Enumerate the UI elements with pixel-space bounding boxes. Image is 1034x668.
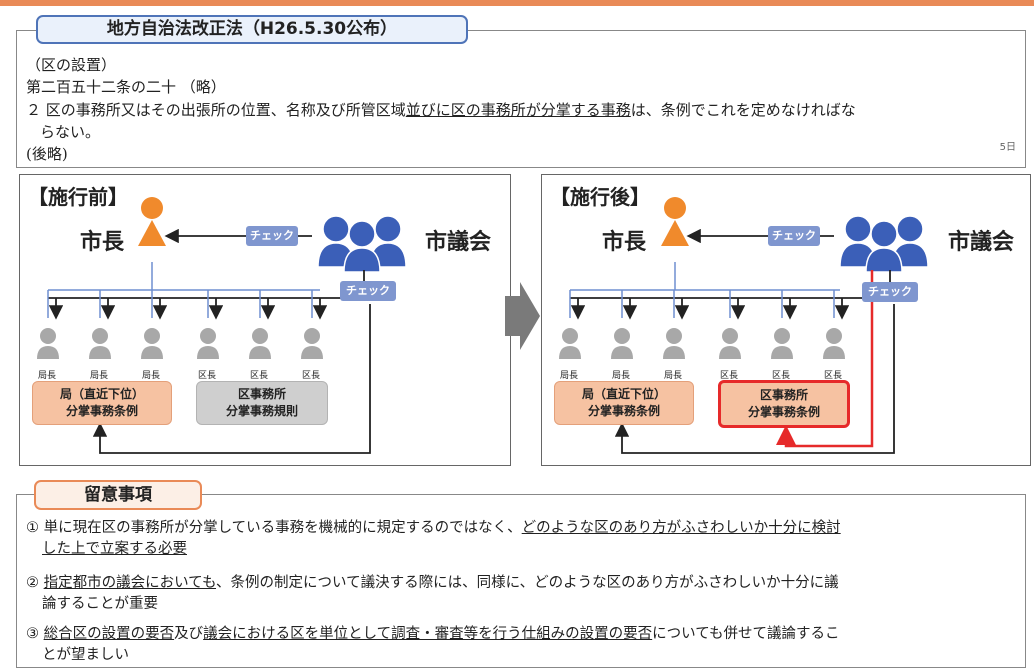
bureau-ordinance-box-before: 局（直近下位）分掌事務条例 xyxy=(32,381,172,425)
role-label: 区長 xyxy=(772,371,791,381)
mayor-label-before: 市長 xyxy=(80,230,125,255)
ward-office-rule-box-before: 区事務所分掌事務規則 xyxy=(196,381,328,425)
role-label: 局長 xyxy=(664,371,683,381)
panel-after-title: 【施行後】 xyxy=(550,185,650,209)
notes-title: 留意事項 xyxy=(34,480,202,510)
law-line-1: （区の設置） xyxy=(26,56,117,74)
role-label: 区長 xyxy=(302,371,321,381)
law-title: 地方自治法改正法（H26.5.30公布） xyxy=(36,15,468,44)
mayor-icon-after xyxy=(661,197,689,246)
role-label: 区長 xyxy=(824,371,843,381)
transition-arrow-icon xyxy=(505,282,540,350)
panel-after: 【施行後】 xyxy=(541,174,1031,466)
bureau-ordinance-box-after: 局（直近下位）分掌事務条例 xyxy=(554,381,694,425)
mayor-label-after: 市長 xyxy=(602,230,647,255)
role-label: 局長 xyxy=(90,371,109,381)
mayor-icon-before xyxy=(138,197,166,246)
role-label: 局長 xyxy=(612,371,631,381)
council-label-after: 市議会 xyxy=(948,230,1015,255)
role-label: 局長 xyxy=(560,371,579,381)
ward-office-ordinance-box-after: 区事務所分掌事務条例 xyxy=(718,380,850,428)
role-label: 区長 xyxy=(720,371,739,381)
note-2: ② 指定都市の議会においても、条例の制定について議決する際には、同様に、どのよう… xyxy=(26,575,839,612)
note-3: ③ 総合区の設置の要否及び議会における区を単位として調査・審査等を行う仕組みの設… xyxy=(26,626,840,663)
law-text-box xyxy=(16,30,1026,168)
law-line-2: 第二百五十二条の二十 （略） xyxy=(26,78,226,96)
top-accent-bar xyxy=(0,0,1034,6)
council-icon-after xyxy=(839,215,929,273)
note-1: ① 単に現在区の事務所が分掌している事務を機械的に規定するのではなく、どのような… xyxy=(26,520,841,557)
role-label: 区長 xyxy=(198,371,217,381)
panel-before-title: 【施行前】 xyxy=(28,185,128,209)
page-number: 5日 xyxy=(999,142,1016,153)
role-label: 区長 xyxy=(250,371,269,381)
role-label: 局長 xyxy=(142,371,161,381)
law-line-4: らない。 xyxy=(40,123,101,141)
check-tag-before-1: チェック xyxy=(246,226,298,246)
council-label-before: 市議会 xyxy=(425,230,492,255)
check-tag-before-2: チェック xyxy=(340,281,396,301)
staff-icons-before xyxy=(37,328,323,359)
law-line-3: ２ 区の事務所又はその出張所の位置、名称及び所管区域並びに区の事務所が分掌する事… xyxy=(26,101,856,119)
council-icon-before xyxy=(317,215,407,273)
check-tag-after-2: チェック xyxy=(862,282,918,302)
staff-icons-after xyxy=(559,328,845,359)
law-line-5: (後略) xyxy=(26,145,68,163)
check-tag-after-1: チェック xyxy=(768,226,820,246)
role-label: 局長 xyxy=(38,371,57,381)
